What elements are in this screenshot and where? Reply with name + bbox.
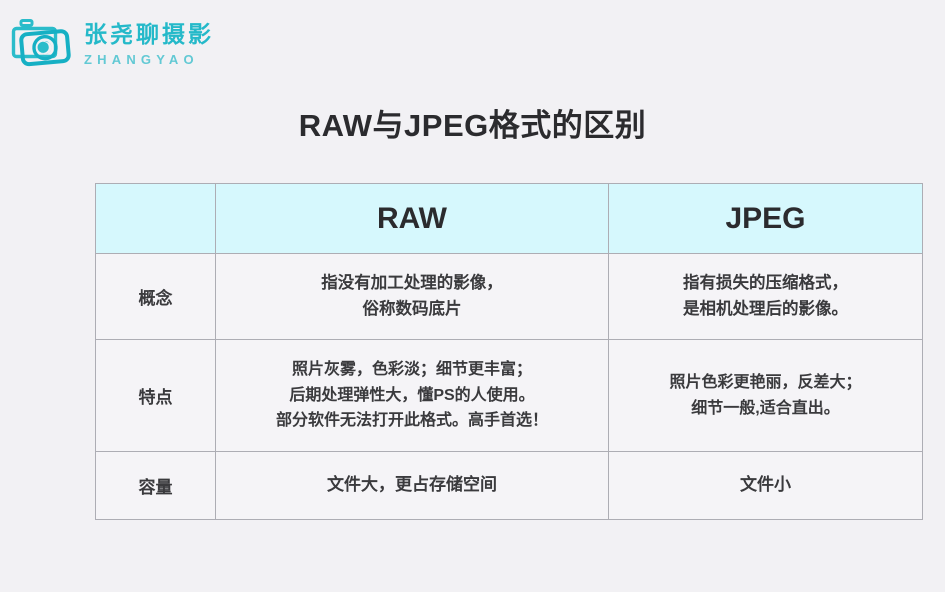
table-row: 概念 指没有加工处理的影像， 俗称数码底片 指有损失的压缩格式， 是相机处理后的…: [95, 253, 923, 340]
brand-logo: 张尧聊摄影 ZHANGYAO: [10, 16, 214, 72]
table-row: 容量 文件大，更占存储空间 文件小: [95, 451, 923, 520]
cell-size-raw: 文件大，更占存储空间: [215, 451, 609, 520]
page-title: RAW与JPEG格式的区别: [298, 108, 647, 143]
row-label-concept: 概念: [95, 253, 216, 340]
cell-feature-jpeg: 照片色彩更艳丽，反差大； 细节一般,适合直出。: [608, 339, 923, 452]
brand-wordmark: 张尧聊摄影 ZHANGYAO: [84, 20, 214, 67]
cell-feature-raw: 照片灰雾，色彩淡；细节更丰富； 后期处理弹性大，懂PS的人使用。 部分软件无法打…: [215, 339, 609, 452]
cell-concept-raw: 指没有加工处理的影像， 俗称数码底片: [215, 253, 609, 340]
camera-icon: [11, 19, 71, 67]
cell-size-jpeg: 文件小: [608, 451, 923, 520]
column-header-jpeg: JPEG: [608, 183, 923, 254]
table-header-row: RAW JPEG: [95, 183, 923, 254]
table-header: RAW JPEG: [95, 183, 923, 254]
brand-name-cn: 张尧聊摄影: [84, 20, 214, 47]
row-label-feature: 特点: [95, 339, 216, 452]
column-header-raw: RAW: [215, 183, 609, 254]
brand-name-en: ZHANGYAO: [84, 51, 199, 67]
row-label-size: 容量: [95, 451, 216, 520]
comparison-table: RAW JPEG 概念 指没有加工处理的影像， 俗称数码底片 指有损失的压缩格式…: [95, 183, 923, 520]
table-row: 特点 照片灰雾，色彩淡；细节更丰富； 后期处理弹性大，懂PS的人使用。 部分软件…: [95, 339, 923, 452]
table-corner-cell: [95, 183, 216, 254]
table-body: 概念 指没有加工处理的影像， 俗称数码底片 指有损失的压缩格式， 是相机处理后的…: [95, 253, 923, 520]
cell-concept-jpeg: 指有损失的压缩格式， 是相机处理后的影像。: [608, 253, 923, 340]
